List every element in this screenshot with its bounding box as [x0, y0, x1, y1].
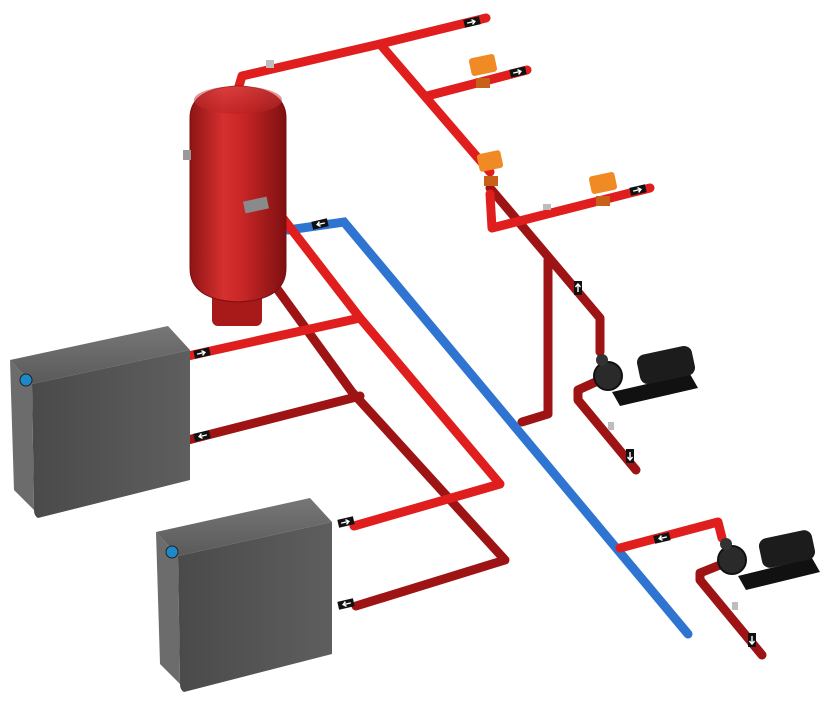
supply-pipe-main-diag: [375, 39, 495, 177]
flow-arrow-icon: [337, 598, 355, 610]
flow-arrows: [193, 16, 756, 647]
return-pipe-zone-drop: [517, 255, 553, 427]
flow-arrow-icon: [193, 347, 211, 359]
flow-arrow-icon: [193, 430, 211, 442]
boiler-1: [10, 326, 190, 518]
return-pipe-pump-2: [695, 560, 767, 660]
boiler-2-gauge-icon: [165, 545, 179, 559]
pump-2-motor: [758, 530, 816, 568]
zone-valve-1-actuator: [468, 54, 498, 76]
boiler-1-top: [10, 326, 190, 384]
fitting-zone-2: [543, 204, 551, 210]
fitting-pump-2: [732, 602, 738, 610]
pump-1-volute: [593, 361, 623, 391]
pump-1-base: [612, 374, 698, 406]
return-pipe-riser: [485, 183, 605, 357]
flow-arrow-icon: [337, 516, 355, 528]
zone-valve-2: [476, 150, 504, 186]
flow-arrow-icon: [629, 184, 647, 196]
zone-valve-3-actuator: [588, 172, 618, 194]
cold-pipe-line: [283, 217, 693, 639]
boiler-1-front: [32, 350, 190, 518]
flow-arrow-icon: [653, 532, 671, 544]
supply-pipe-top-header: [231, 13, 491, 101]
supply-pipe-pump-2: [615, 517, 727, 553]
zone-valve-2-body: [484, 176, 498, 186]
supply-pipe-zone-2: [485, 183, 655, 233]
boiler-2-front: [178, 522, 332, 692]
flow-arrow-icon: [509, 66, 527, 78]
cold-pipe: [283, 217, 693, 639]
pump-1-flange: [596, 354, 608, 366]
zone-valve-1-body: [476, 78, 490, 88]
boiler-2-side: [156, 532, 180, 684]
flow-arrow-icon: [748, 633, 756, 647]
zone-valve-3-body: [596, 196, 610, 206]
tank-nameplate: [243, 196, 269, 214]
tank-top-cap: [194, 86, 282, 114]
return-pipe-pump-1: [573, 375, 641, 475]
boiler-1-side: [10, 360, 34, 510]
zone-valve-1: [468, 54, 498, 88]
pump-1-motor: [636, 345, 696, 385]
return-pipes: [183, 183, 767, 660]
boiler-2-top: [156, 498, 332, 556]
flow-arrow-icon: [574, 281, 582, 295]
pump-1: [593, 345, 698, 406]
fitting-pump-1: [608, 422, 614, 430]
tank-top-vent: [266, 60, 274, 68]
supply-pipe-tank-to-boilers: [253, 181, 505, 531]
boiler-2: [156, 498, 332, 692]
flow-arrow-icon: [311, 218, 329, 230]
boiler-1-gauge-icon: [19, 373, 33, 387]
zone-valve-2-actuator: [476, 150, 504, 172]
tank-side-fitting: [183, 150, 191, 160]
return-pipe-boiler-1: [183, 391, 365, 445]
storage-tank: [183, 60, 287, 326]
pump-2-volute: [717, 545, 747, 575]
pump-2: [717, 530, 820, 590]
supply-pipe-boiler-1: [183, 313, 365, 361]
pump-2-base: [738, 558, 820, 590]
pump-2-flange: [720, 538, 732, 550]
flow-arrow-icon: [463, 16, 481, 28]
zone-valve-3: [588, 172, 618, 206]
tank-body: [189, 85, 287, 303]
flow-arrow-icon: [626, 449, 634, 463]
